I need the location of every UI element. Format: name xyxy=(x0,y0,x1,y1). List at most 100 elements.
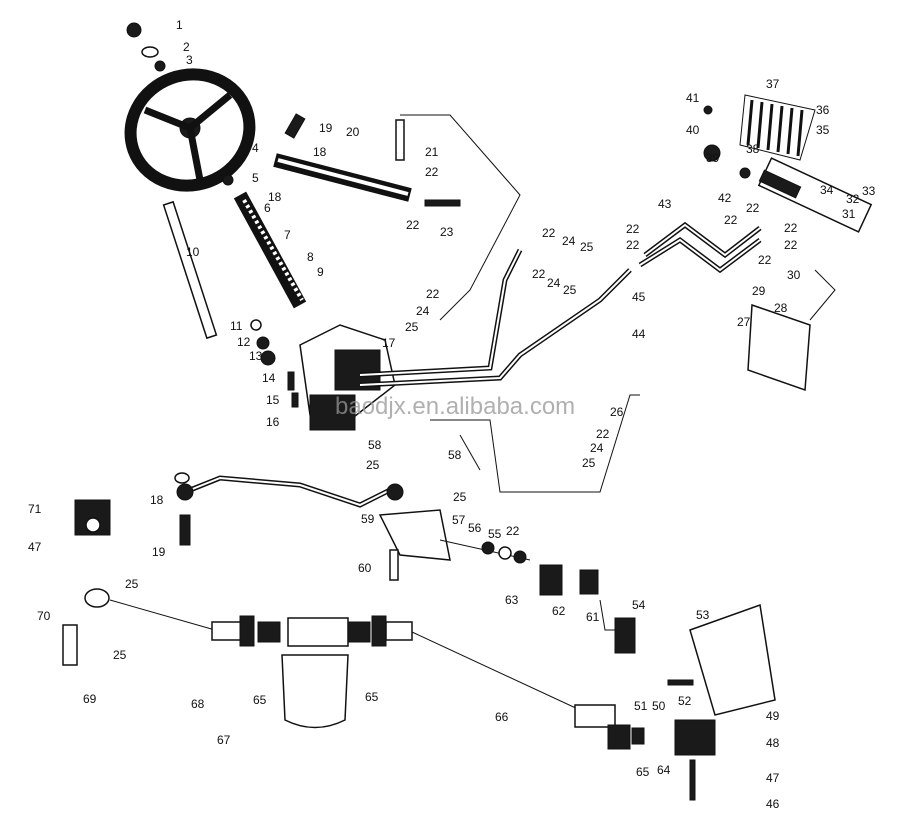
callout-25: 25 xyxy=(125,577,139,591)
callout-51: 51 xyxy=(634,699,648,713)
callout-22: 22 xyxy=(724,213,738,227)
callout-53: 53 xyxy=(696,608,710,622)
callout-27: 27 xyxy=(737,315,751,329)
callout-33: 33 xyxy=(862,184,876,198)
callout-16: 16 xyxy=(266,415,280,429)
callout-20: 20 xyxy=(346,125,360,139)
callout-64: 64 xyxy=(657,763,671,777)
callout-25: 25 xyxy=(366,458,380,472)
callout-22: 22 xyxy=(758,253,772,267)
callout-25: 25 xyxy=(580,240,594,254)
callout-46: 46 xyxy=(766,797,780,811)
callout-37: 37 xyxy=(766,77,780,91)
callout-24: 24 xyxy=(547,276,561,290)
callout-8: 8 xyxy=(307,250,314,264)
callout-49: 49 xyxy=(766,709,780,723)
callout-38: 38 xyxy=(746,142,760,156)
callout-32: 32 xyxy=(846,192,860,206)
callout-10: 10 xyxy=(186,245,200,259)
callout-58: 58 xyxy=(368,438,382,452)
callout-11: 11 xyxy=(230,319,243,333)
callout-42: 42 xyxy=(718,191,732,205)
callout-7: 7 xyxy=(284,228,291,242)
callout-19: 19 xyxy=(319,121,333,135)
callout-25: 25 xyxy=(582,456,596,470)
callout-65: 65 xyxy=(365,690,379,704)
callout-41: 41 xyxy=(686,91,700,105)
callout-18: 18 xyxy=(268,190,282,204)
callout-29: 29 xyxy=(752,284,766,298)
callout-65: 65 xyxy=(636,765,650,779)
callout-22: 22 xyxy=(746,201,760,215)
callout-22: 22 xyxy=(532,267,546,281)
callout-45: 45 xyxy=(632,290,646,304)
callout-14: 14 xyxy=(262,371,276,385)
callout-22: 22 xyxy=(506,524,520,538)
callout-59: 59 xyxy=(361,512,375,526)
callout-12: 12 xyxy=(237,335,251,349)
callout-60: 60 xyxy=(358,561,372,575)
callout-25: 25 xyxy=(113,648,127,662)
callout-13: 13 xyxy=(249,349,263,363)
callout-67: 67 xyxy=(217,733,231,747)
callout-24: 24 xyxy=(416,304,430,318)
callout-39: 39 xyxy=(706,151,720,165)
callout-6: 6 xyxy=(264,201,271,215)
callout-25: 25 xyxy=(453,490,467,504)
callout-65: 65 xyxy=(253,693,267,707)
tie-rod xyxy=(174,472,451,581)
callout-71: 71 xyxy=(28,502,42,516)
callout-69: 69 xyxy=(83,692,97,706)
callout-47: 47 xyxy=(766,771,780,785)
callout-56: 56 xyxy=(468,521,482,535)
callout-25: 25 xyxy=(405,320,419,334)
callout-58: 58 xyxy=(448,448,462,462)
callout-34: 34 xyxy=(820,183,834,197)
callout-22: 22 xyxy=(784,238,798,252)
callout-18: 18 xyxy=(313,145,327,159)
callout-68: 68 xyxy=(191,697,205,711)
callout-50: 50 xyxy=(652,699,666,713)
callout-44: 44 xyxy=(632,327,646,341)
fuel-filter-assembly xyxy=(62,499,645,750)
callout-36: 36 xyxy=(816,103,830,117)
callout-21: 21 xyxy=(425,145,439,159)
callout-17: 17 xyxy=(382,336,396,350)
callout-22: 22 xyxy=(425,165,439,179)
callout-28: 28 xyxy=(774,301,788,315)
callout-19: 19 xyxy=(152,545,166,559)
callout-26: 26 xyxy=(610,405,624,419)
callout-54: 54 xyxy=(632,598,646,612)
power-cylinder xyxy=(703,94,873,392)
callout-43: 43 xyxy=(658,197,672,211)
hydraulic-pipes xyxy=(359,114,836,493)
callout-66: 66 xyxy=(495,710,509,724)
callout-1: 1 xyxy=(176,18,183,32)
callout-40: 40 xyxy=(686,123,700,137)
callout-23: 23 xyxy=(440,225,454,239)
callout-2: 2 xyxy=(183,40,190,54)
callout-22: 22 xyxy=(784,221,798,235)
callout-24: 24 xyxy=(562,234,576,248)
callout-62: 62 xyxy=(552,604,566,618)
callout-35: 35 xyxy=(816,123,830,137)
pump-and-cover xyxy=(439,539,776,801)
callout-63: 63 xyxy=(505,593,519,607)
callout-48: 48 xyxy=(766,736,780,750)
callout-24: 24 xyxy=(590,441,604,455)
watermark: baodjx.en.alibaba.com xyxy=(335,393,576,420)
callout-25: 25 xyxy=(563,283,577,297)
callout-22: 22 xyxy=(626,222,640,236)
callout-57: 57 xyxy=(452,513,466,527)
callout-9: 9 xyxy=(317,265,324,279)
callout-30: 30 xyxy=(787,268,801,282)
callout-55: 55 xyxy=(488,527,502,541)
callout-70: 70 xyxy=(37,609,51,623)
callout-4: 4 xyxy=(252,141,259,155)
callout-52: 52 xyxy=(678,694,692,708)
callout-22: 22 xyxy=(426,287,440,301)
steering-wheel xyxy=(124,22,256,192)
callout-18: 18 xyxy=(150,493,164,507)
